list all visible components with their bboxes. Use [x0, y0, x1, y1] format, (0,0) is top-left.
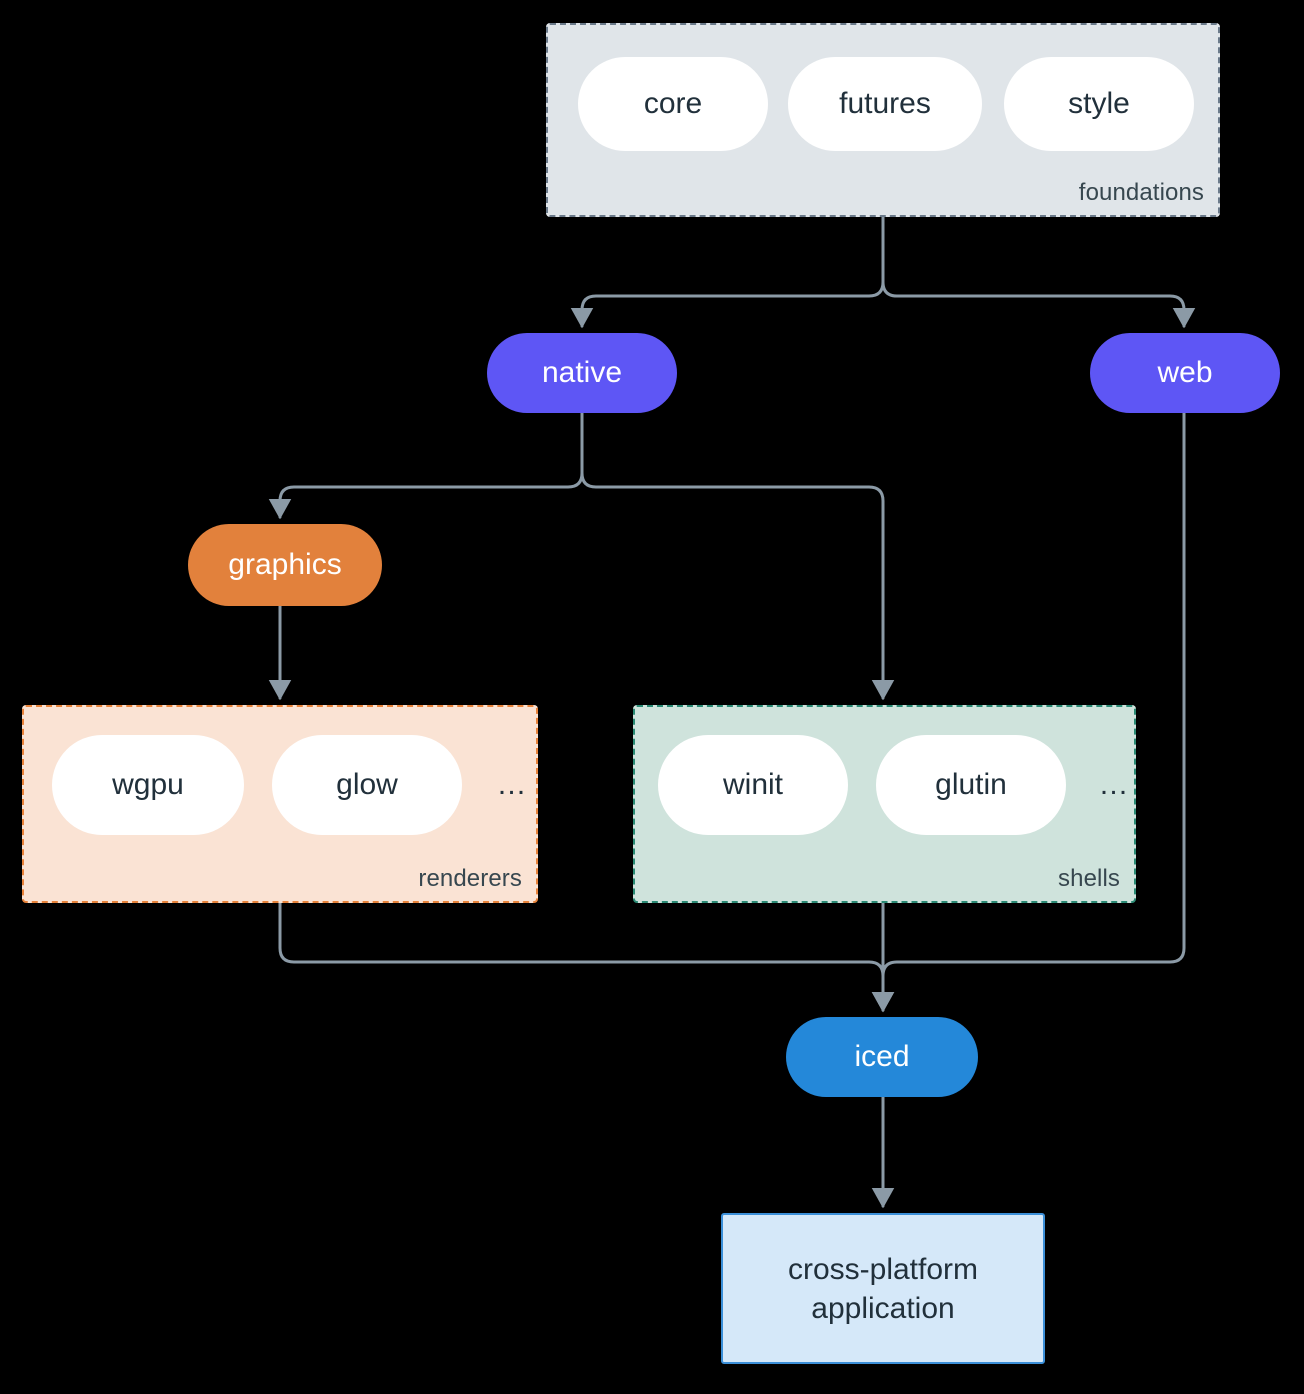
node-cross-platform-application[interactable]: cross-platform application [721, 1213, 1045, 1364]
edge-native-to-graphics [268, 411, 584, 520]
node-label-core: core [643, 87, 703, 120]
node-label-futures: futures [839, 87, 931, 120]
node-label-native: native [541, 356, 623, 389]
node-label-glutin: glutin [935, 768, 1007, 801]
terminal-label-line1: cross-platform [787, 1252, 979, 1286]
cluster-renderers: wgpu glow … renderers [22, 705, 538, 903]
node-native[interactable]: native [487, 333, 677, 413]
cluster-shells: winit glutin … shells [633, 705, 1136, 903]
node-ellipsis-renderers: … [496, 768, 528, 801]
node-label-web: web [1157, 356, 1213, 389]
node-style[interactable]: style [1004, 57, 1194, 151]
node-core[interactable]: core [578, 57, 768, 151]
edge-renderers-to-iced [278, 901, 895, 1013]
node-glutin[interactable]: glutin [876, 735, 1066, 835]
node-ellipsis-shells: … [1098, 768, 1130, 801]
node-label-iced: iced [854, 1040, 910, 1073]
node-label-style: style [1068, 87, 1130, 120]
node-graphics[interactable]: graphics [188, 524, 382, 606]
node-glow[interactable]: glow [272, 735, 462, 835]
cluster-label-renderers: renderers [418, 865, 522, 892]
node-iced[interactable]: iced [786, 1017, 978, 1097]
cluster-label-shells: shells [1058, 865, 1120, 892]
node-futures[interactable]: futures [788, 57, 982, 151]
node-label-glow: glow [336, 768, 398, 801]
node-web[interactable]: web [1090, 333, 1280, 413]
cluster-foundations: core futures style foundations [546, 23, 1220, 217]
node-winit[interactable]: winit [658, 735, 848, 835]
node-wgpu[interactable]: wgpu [52, 735, 244, 835]
edge-foundations-to-web [881, 215, 1196, 329]
node-label-graphics: graphics [228, 548, 342, 581]
edge-foundations-to-native [570, 215, 885, 329]
node-label-winit: winit [722, 768, 783, 801]
edge-native-to-shells [580, 411, 895, 701]
cluster-label-foundations: foundations [1078, 179, 1204, 206]
terminal-label-line2: application [811, 1291, 955, 1325]
node-label-wgpu: wgpu [112, 768, 184, 801]
